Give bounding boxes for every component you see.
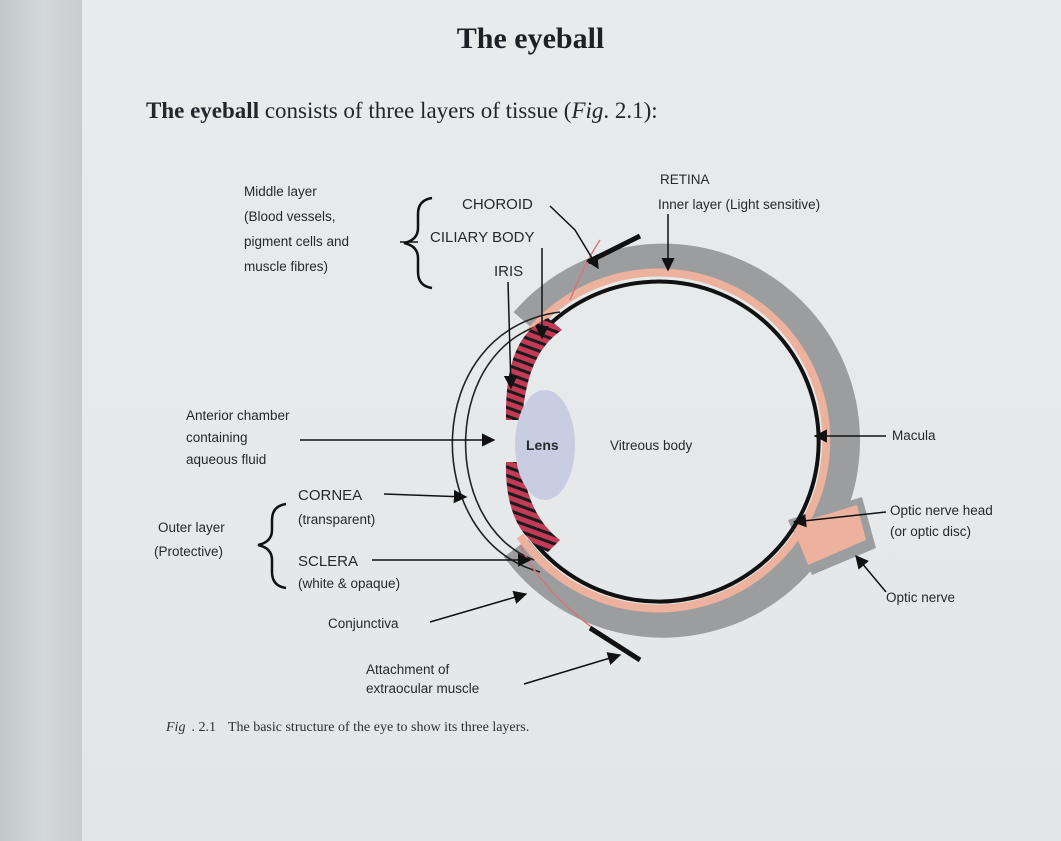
middle-layer-label: Middle layer (Blood vessels, pigment cel… xyxy=(244,184,353,274)
sclera-label: SCLERA xyxy=(298,553,358,570)
attachment-label: Attachment of extraocular muscle xyxy=(366,662,479,696)
optic-nerve-head-label: Optic nerve head (or optic disc) xyxy=(890,503,997,539)
sclera-description: (white & opaque) xyxy=(298,576,400,591)
arrow-conjunctiva xyxy=(430,594,526,622)
choroid-label: CHOROID xyxy=(462,196,533,213)
outer-layer-brace xyxy=(258,504,286,588)
cornea-description: (transparent) xyxy=(298,512,375,527)
macula-label: Macula xyxy=(892,428,936,443)
outer-layer-label: Outer layer (Protective) xyxy=(154,520,229,559)
retina-label: RETINA xyxy=(660,172,710,187)
cornea-label: CORNEA xyxy=(298,487,362,504)
retina-description: Inner layer (Light sensitive) xyxy=(658,197,820,212)
anterior-chamber-label: Anterior chamber containing aqueous flui… xyxy=(186,408,293,467)
arrow-cornea xyxy=(384,494,466,497)
conjunctiva-label: Conjunctiva xyxy=(328,616,399,631)
ciliary-body-label: CILIARY BODY xyxy=(430,229,535,246)
iris-label: IRIS xyxy=(494,263,523,280)
figure-caption: Fig . 2.1 The basic structure of the eye t… xyxy=(166,720,529,736)
middle-layer-brace xyxy=(404,198,432,288)
optic-nerve-label: Optic nerve xyxy=(886,590,955,605)
caption-fig-label: Fig xyxy=(166,720,185,735)
arrow-attachment xyxy=(524,655,620,684)
arrow-iris xyxy=(508,282,511,388)
arrow-optic-nerve xyxy=(856,556,886,592)
lens-label: Lens xyxy=(526,437,559,453)
caption-text: The basic structure of the eye to show i… xyxy=(228,720,529,735)
caption-fig-number: . 2.1 xyxy=(191,720,216,735)
vitreous-body-label: Vitreous body xyxy=(610,438,693,453)
